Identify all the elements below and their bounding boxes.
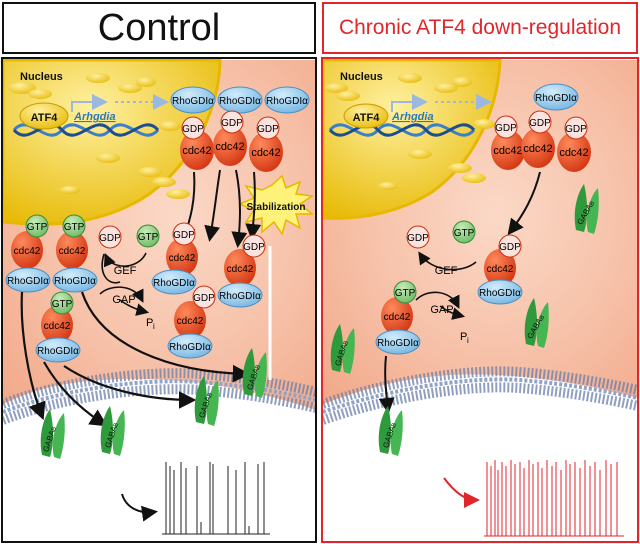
svg-text:GDP: GDP — [173, 230, 195, 241]
svg-text:GTP: GTP — [52, 299, 73, 310]
vesicles-left — [8, 73, 190, 199]
svg-text:GTP: GTP — [454, 228, 475, 239]
membrane-right — [323, 366, 637, 425]
svg-text:cdc42: cdc42 — [487, 264, 514, 275]
stabilization-label: Stabilization — [247, 202, 306, 213]
svg-text:cdc42: cdc42 — [177, 316, 204, 327]
gabab-receptors-left: GABAB GABAB GABAB GABAB — [40, 348, 267, 459]
svg-text:cdc42: cdc42 — [169, 253, 196, 264]
svg-text:RhoGDIα: RhoGDIα — [153, 278, 195, 289]
svg-text:cdc42: cdc42 — [251, 147, 280, 159]
svg-text:GEF: GEF — [435, 265, 458, 277]
svg-text:GAP: GAP — [112, 294, 135, 306]
trafficking-arrows-left — [20, 291, 251, 427]
atf4-label-left: ATF4 — [31, 112, 59, 124]
svg-text:GDP: GDP — [565, 124, 587, 135]
svg-text:GTP: GTP — [27, 222, 48, 233]
svg-text:GAP: GAP — [430, 304, 453, 316]
svg-text:GTP: GTP — [138, 232, 159, 243]
svg-text:GEF: GEF — [114, 265, 137, 277]
svg-text:GTP: GTP — [395, 288, 416, 299]
rhogdi-pool-right: RhoGDIα — [533, 83, 579, 111]
gef-gap-cycle-left: GDP GTP GEF GAP P i — [98, 224, 160, 331]
svg-text:GDP: GDP — [529, 118, 551, 129]
svg-text:RhoGDIα: RhoGDIα — [266, 96, 308, 107]
svg-text:GDP: GDP — [99, 233, 121, 244]
spike-trace-control — [162, 462, 270, 535]
svg-text:cdc42: cdc42 — [215, 141, 244, 153]
gene-label-left: Arhgdia — [73, 111, 116, 123]
trafficking-arrow-right — [378, 355, 395, 414]
svg-text:i: i — [153, 322, 155, 331]
svg-text:RhoGDIα: RhoGDIα — [169, 342, 211, 353]
dna-right — [328, 123, 476, 137]
svg-text:RhoGDIα: RhoGDIα — [54, 276, 96, 287]
cdc42-gdp-free-right: cdc42 GDP cdc42 GDP cdc42 GDP — [491, 110, 591, 172]
control-title: Control — [97, 6, 221, 49]
svg-text:cdc42: cdc42 — [44, 321, 71, 332]
output-arrow-left — [121, 493, 158, 522]
svg-text:RhoGDIα: RhoGDIα — [219, 291, 261, 302]
cdc42-gtp-complex-right: cdc42 GTP RhoGDIα — [375, 280, 421, 355]
cdc42-gdp-free-left: cdc42 GDP cdc42 GDP cdc42 GDP — [180, 110, 283, 172]
atf4-protein-right — [343, 103, 389, 129]
dna-left — [12, 123, 160, 137]
svg-text:cdc42: cdc42 — [182, 145, 211, 157]
cdc42-gdp-complexes-left: cdc42 GDP RhoGDIα cdc42 GDP RhoGDIα cdc4… — [151, 222, 266, 359]
svg-text:GTP: GTP — [64, 222, 85, 233]
membrane-left — [3, 368, 315, 425]
gabab-receptors-right: GABAB GABAB GABAB GABAB — [330, 184, 599, 456]
nucleus-label-left: Nucleus — [20, 71, 63, 83]
svg-text:GDP: GDP — [193, 293, 215, 304]
svg-text:RhoGDIα: RhoGDIα — [37, 346, 79, 357]
gene-label-right: Arhgdia — [391, 111, 434, 123]
svg-text:GDP: GDP — [221, 118, 243, 129]
svg-text:RhoGDIα: RhoGDIα — [219, 96, 261, 107]
svg-text:GDP: GDP — [499, 242, 521, 253]
svg-text:P: P — [460, 331, 467, 343]
svg-text:GDP: GDP — [257, 124, 279, 135]
svg-text:RhoGDIα: RhoGDIα — [7, 276, 49, 287]
svg-text:cdc42: cdc42 — [227, 264, 254, 275]
svg-text:cdc42: cdc42 — [559, 147, 588, 159]
svg-text:GDP: GDP — [182, 124, 204, 135]
svg-text:cdc42: cdc42 — [384, 312, 411, 323]
rhogdi-pool-left: RhoGDIα RhoGDIα RhoGDIα — [170, 86, 310, 114]
svg-text:cdc42: cdc42 — [59, 246, 86, 257]
svg-text:i: i — [467, 336, 469, 345]
svg-text:RhoGDIα: RhoGDIα — [172, 96, 214, 107]
svg-text:RhoGDIα: RhoGDIα — [479, 288, 521, 299]
control-panel: ATF4 Nucleus Arhgdia RhoGDIα RhoGDIα Rh — [1, 57, 317, 543]
atf4-panel: ATF4 Nucleus Arhgdia RhoGDIα cdc42 GDP — [321, 57, 639, 543]
atf4-protein-left — [19, 102, 69, 130]
control-header: Control — [2, 2, 316, 54]
atf4-header: Chronic ATF4 down-regulation — [322, 2, 638, 54]
svg-text:RhoGDIα: RhoGDIα — [377, 338, 419, 349]
atf4-title: Chronic ATF4 down-regulation — [338, 16, 622, 39]
svg-text:RhoGDIα: RhoGDIα — [535, 93, 577, 104]
cdc42-gdp-complex-right: cdc42 GDP RhoGDIα — [477, 234, 523, 305]
svg-text:GDP: GDP — [243, 242, 265, 253]
gef-gap-cycle-right: GDP GTP GEF GAP P i — [406, 220, 477, 345]
output-arrow-right — [443, 477, 480, 508]
svg-text:cdc42: cdc42 — [14, 246, 41, 257]
svg-text:cdc42: cdc42 — [493, 145, 522, 157]
svg-text:GDP: GDP — [495, 123, 517, 134]
cdc42-gtp-complexes-left: cdc42 GTP RhoGDIα cdc42 GTP RhoGDIα cdc4… — [5, 214, 98, 363]
svg-text:cdc42: cdc42 — [523, 143, 552, 155]
nucleus-label-right: Nucleus — [340, 71, 383, 83]
atf4-label-right: ATF4 — [353, 112, 381, 124]
vesicles-right — [324, 73, 495, 190]
svg-text:P: P — [146, 317, 153, 329]
stabilization-burst: Stabilization — [238, 174, 315, 236]
svg-text:GDP: GDP — [407, 233, 429, 244]
spike-trace-atf4 — [484, 460, 624, 537]
